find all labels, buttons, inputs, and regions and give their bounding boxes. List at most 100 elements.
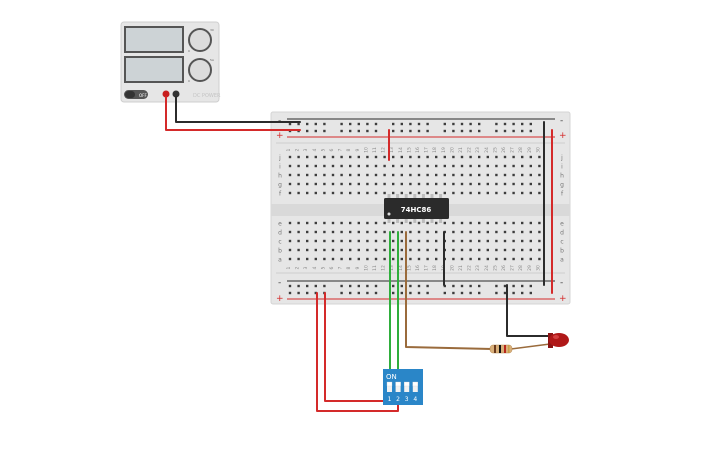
hole[interactable] xyxy=(400,248,403,252)
wire-red-dip-2[interactable] xyxy=(324,292,391,402)
rail-hole[interactable] xyxy=(409,122,412,126)
rail-hole[interactable] xyxy=(529,284,532,288)
hole[interactable] xyxy=(538,239,541,243)
rail-hole[interactable] xyxy=(392,284,395,288)
hole[interactable] xyxy=(529,173,532,177)
power-supply[interactable]: 0 30 0 5A OFF DC POWER xyxy=(120,21,221,103)
rail-hole[interactable] xyxy=(443,129,446,133)
hole[interactable] xyxy=(417,182,421,186)
hole[interactable] xyxy=(469,221,472,225)
hole[interactable] xyxy=(521,182,524,186)
hole[interactable] xyxy=(495,191,498,195)
hole[interactable] xyxy=(323,182,326,186)
hole[interactable] xyxy=(357,257,360,261)
hole[interactable] xyxy=(417,155,421,159)
rail-hole[interactable] xyxy=(357,129,360,133)
hole[interactable] xyxy=(435,230,438,234)
hole[interactable] xyxy=(469,230,472,234)
hole[interactable] xyxy=(366,239,369,243)
hole[interactable] xyxy=(529,239,532,243)
hole[interactable] xyxy=(374,164,378,168)
hole[interactable] xyxy=(452,230,455,234)
rail-hole[interactable] xyxy=(314,129,317,133)
hole[interactable] xyxy=(366,155,369,159)
hole[interactable] xyxy=(495,164,498,168)
hole[interactable] xyxy=(340,257,343,261)
rail-hole[interactable] xyxy=(357,284,360,288)
hole[interactable] xyxy=(529,221,532,225)
hole[interactable] xyxy=(340,155,343,159)
hole[interactable] xyxy=(383,164,386,168)
hole[interactable] xyxy=(443,173,446,177)
hole[interactable] xyxy=(374,239,378,243)
hole[interactable] xyxy=(435,248,438,252)
hole[interactable] xyxy=(349,164,352,168)
rail-hole[interactable] xyxy=(340,291,343,295)
hole[interactable] xyxy=(392,257,395,261)
rail-hole[interactable] xyxy=(503,284,507,288)
rail-hole[interactable] xyxy=(366,129,369,133)
hole[interactable] xyxy=(392,221,395,225)
hole[interactable] xyxy=(435,182,438,186)
wire-red-power[interactable] xyxy=(165,96,301,131)
hole[interactable] xyxy=(452,248,455,252)
hole[interactable] xyxy=(521,221,524,225)
hole[interactable] xyxy=(366,182,369,186)
hole[interactable] xyxy=(340,191,343,195)
hole[interactable] xyxy=(503,248,507,252)
hole[interactable] xyxy=(340,230,343,234)
hole[interactable] xyxy=(417,248,421,252)
hole[interactable] xyxy=(503,230,507,234)
ic-chip[interactable]: 74HC86 xyxy=(384,194,449,223)
hole[interactable] xyxy=(529,191,532,195)
hole[interactable] xyxy=(529,182,532,186)
hole[interactable] xyxy=(478,239,481,243)
hole[interactable] xyxy=(306,164,309,168)
hole[interactable] xyxy=(331,164,335,168)
hole[interactable] xyxy=(366,257,369,261)
hole[interactable] xyxy=(486,221,489,225)
rail-hole[interactable] xyxy=(469,129,472,133)
hole[interactable] xyxy=(297,248,300,252)
rail-hole[interactable] xyxy=(374,129,378,133)
hole[interactable] xyxy=(417,239,421,243)
hole[interactable] xyxy=(297,173,300,177)
hole[interactable] xyxy=(529,155,532,159)
hole[interactable] xyxy=(409,155,412,159)
hole[interactable] xyxy=(297,164,300,168)
hole[interactable] xyxy=(486,239,489,243)
hole[interactable] xyxy=(426,230,429,234)
hole[interactable] xyxy=(409,248,412,252)
hole[interactable] xyxy=(512,182,515,186)
hole[interactable] xyxy=(349,221,352,225)
rail-hole[interactable] xyxy=(400,129,403,133)
rail-hole[interactable] xyxy=(443,284,446,288)
hole[interactable] xyxy=(409,182,412,186)
hole[interactable] xyxy=(443,221,446,225)
rail-hole[interactable] xyxy=(443,291,446,295)
rail-hole[interactable] xyxy=(374,291,378,295)
hole[interactable] xyxy=(383,230,386,234)
wire-red-dip-1[interactable] xyxy=(316,292,399,412)
hole[interactable] xyxy=(409,164,412,168)
hole[interactable] xyxy=(288,191,292,195)
rail-hole[interactable] xyxy=(400,122,403,126)
hole[interactable] xyxy=(357,173,360,177)
rail-hole[interactable] xyxy=(288,284,292,288)
hole[interactable] xyxy=(366,230,369,234)
hole[interactable] xyxy=(460,191,464,195)
hole[interactable] xyxy=(478,182,481,186)
rail-hole[interactable] xyxy=(288,291,292,295)
hole[interactable] xyxy=(435,155,438,159)
hole[interactable] xyxy=(469,257,472,261)
rail-hole[interactable] xyxy=(400,284,403,288)
rail-hole[interactable] xyxy=(340,284,343,288)
hole[interactable] xyxy=(340,239,343,243)
hole[interactable] xyxy=(297,230,300,234)
hole[interactable] xyxy=(409,239,412,243)
hole[interactable] xyxy=(521,257,524,261)
hole[interactable] xyxy=(323,257,326,261)
hole[interactable] xyxy=(435,173,438,177)
hole[interactable] xyxy=(306,239,309,243)
wire-black-led[interactable] xyxy=(506,284,551,337)
